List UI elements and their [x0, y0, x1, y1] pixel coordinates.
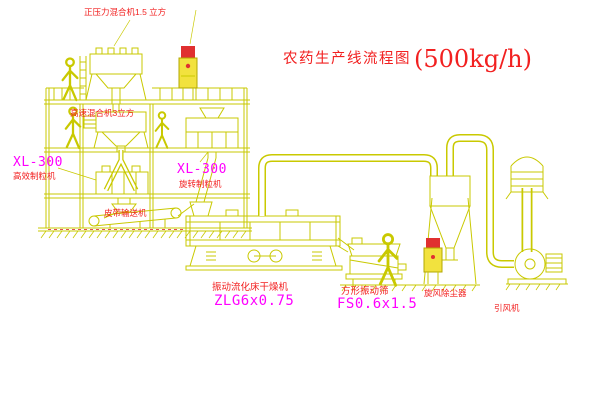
top-mixer-label: 正压力混合机1.5 立方 [84, 7, 167, 17]
sieve-name-label: 方形振动筛 [341, 286, 389, 297]
belt-conveyor-drawing [88, 203, 195, 228]
person-figure [377, 233, 399, 287]
top-mixer-drawing [85, 47, 147, 112]
diagram-title-text: 农药生产线流程图 [283, 51, 411, 67]
exhaust-stack-drawing [505, 156, 549, 252]
y-branch-pipe [103, 150, 139, 192]
building-frame [38, 56, 252, 232]
vibrating-sieve-drawing [345, 237, 407, 287]
diagram-title: 农药生产线流程图 (500kg/h) [283, 47, 532, 71]
control-cabinet-lower [423, 238, 443, 284]
cyclone-outlet-duct [446, 134, 514, 268]
high-speed-mixer-drawing [83, 111, 149, 152]
rain-cap-drawing [505, 156, 549, 200]
belt-conveyor-label: 皮带输送机 [104, 208, 147, 218]
granulator-left-name-label: 高效制粒机 [13, 171, 56, 181]
high-speed-mixer-label: 高速混合机3立方 [70, 108, 135, 118]
control-cabinet-upper [178, 46, 198, 100]
dryer-name-label: 振动流化床干燥机 [212, 282, 289, 293]
exhaust-duct [258, 154, 438, 216]
fluid-bed-dryer-drawing [185, 201, 355, 271]
granulator-left-drawing [95, 165, 149, 219]
person-figure [154, 111, 170, 149]
granulator-right-drawing [185, 107, 239, 203]
granulator-right-name-label: 旋转制粒机 [179, 179, 222, 189]
induced-fan-drawing [507, 248, 567, 285]
fan-label: 引风机 [494, 303, 520, 313]
cyclone-label: 旋风除尘器 [424, 288, 467, 298]
dryer-model-label: ZLG6x0.75 [214, 293, 295, 309]
diagram-title-capacity: (500kg/h) [414, 45, 532, 73]
granulator-right-model-label: XL-300 [177, 162, 227, 177]
sieve-model-label: FS0.6x1.5 [337, 296, 418, 312]
leader-lines [57, 9, 209, 181]
granulator-left-model-label: XL-300 [13, 155, 63, 170]
